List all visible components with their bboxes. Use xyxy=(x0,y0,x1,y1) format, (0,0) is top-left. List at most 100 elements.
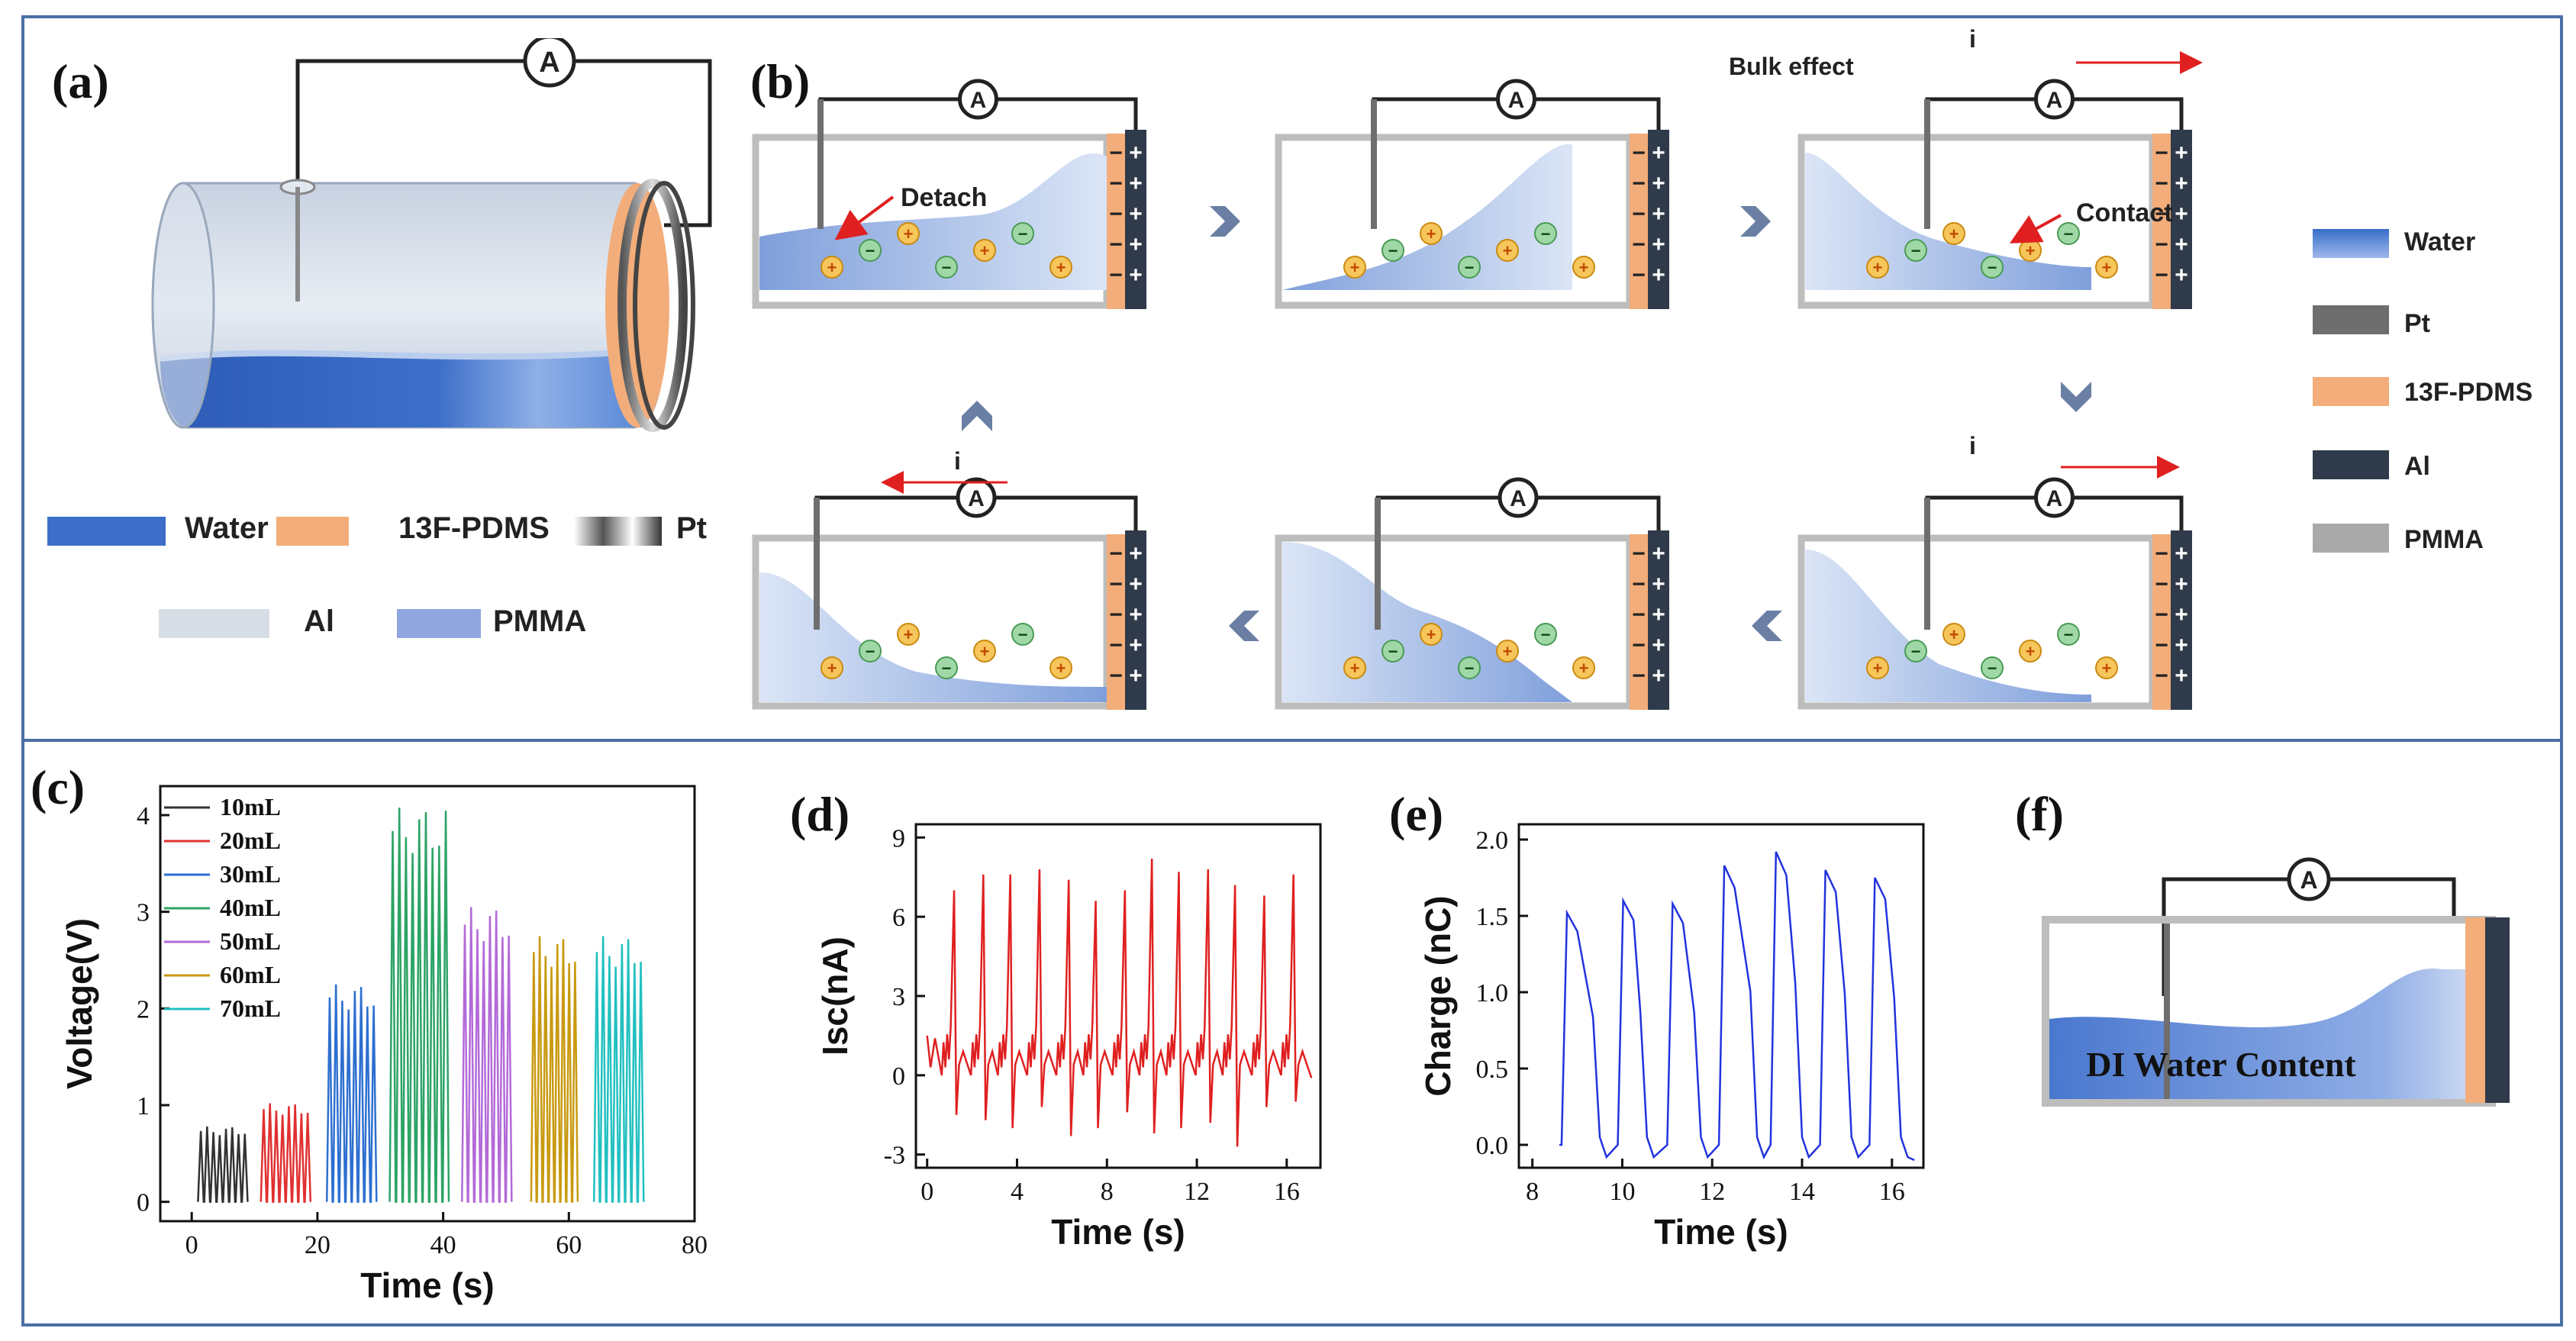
legend-label-10mL: 10mL xyxy=(220,793,281,820)
label-bulk-effect: Bulk effect xyxy=(1729,53,1854,80)
ion-sign: − xyxy=(2064,224,2074,243)
pdms-minus-sign: − xyxy=(1109,633,1123,658)
pdms-minus-sign: − xyxy=(1109,663,1123,688)
current-label: i xyxy=(1969,25,1976,53)
legend-b-pt: Pt xyxy=(2404,309,2430,338)
ion-sign: − xyxy=(866,241,875,260)
x-tick-label: 60 xyxy=(556,1231,582,1259)
ion-sign: + xyxy=(1579,659,1589,678)
cation xyxy=(821,656,843,679)
y-axis-label: Isc(nA) xyxy=(815,936,855,1056)
ion-sign: − xyxy=(1465,258,1475,277)
al-plus-sign: + xyxy=(1652,232,1665,257)
anion xyxy=(935,256,958,279)
flow-arrow-left xyxy=(1229,611,1259,641)
cation xyxy=(1049,656,1072,679)
circuit-wire xyxy=(295,59,712,227)
x-tick-label: 12 xyxy=(1699,1178,1725,1206)
ammeter-label: A xyxy=(539,47,559,79)
pdms-minus-sign: − xyxy=(1632,201,1646,227)
ion-sign: + xyxy=(1056,659,1066,678)
pdms-minus-sign: − xyxy=(1632,663,1646,688)
pdms-minus-sign: − xyxy=(1109,602,1123,627)
cation xyxy=(1942,623,1965,646)
ion-sign: + xyxy=(827,258,837,277)
current-label: i xyxy=(1969,432,1976,459)
panel-label-f: (f) xyxy=(2015,787,2064,841)
anion xyxy=(1458,656,1481,679)
legend-label-20mL: 20mL xyxy=(220,827,281,854)
cation xyxy=(1420,222,1443,245)
electrification-mechanism-schematic: A+−+−+−+−+−+−+−+−+A+−+−+−+−+−+−+−+−+A+−+… xyxy=(752,25,2203,710)
cation xyxy=(1343,656,1366,679)
series-line-50mL xyxy=(461,907,513,1203)
legend-label-30mL: 30mL xyxy=(220,860,281,888)
pdms-minus-sign: − xyxy=(1632,602,1646,627)
svg-text:A: A xyxy=(2300,866,2317,894)
pdms-minus-sign: − xyxy=(2155,171,2168,196)
ion-sign: + xyxy=(1949,224,1959,243)
pdms-minus-sign: − xyxy=(2155,140,2168,166)
al-plus-sign: + xyxy=(1652,541,1665,566)
panel-label-d: (d) xyxy=(790,787,850,841)
legend-a-pmma: PMMA xyxy=(493,604,587,638)
series-line-30mL xyxy=(325,984,378,1203)
cation xyxy=(897,623,920,646)
flow-arrow-down xyxy=(2061,382,2091,412)
al-plus-sign: + xyxy=(1129,541,1143,566)
legend-b-pmma: PMMA xyxy=(2404,525,2484,554)
panel-label-c: (c) xyxy=(31,760,85,814)
cation xyxy=(1572,656,1595,679)
series-line-60mL xyxy=(530,936,579,1203)
ion-sign: + xyxy=(2026,241,2036,260)
ion-sign: + xyxy=(1503,241,1513,260)
cation xyxy=(973,239,996,262)
bottom-frame xyxy=(21,739,2563,1326)
cation xyxy=(897,222,920,245)
al-plus-sign: + xyxy=(1129,171,1143,196)
pdms-minus-sign: − xyxy=(2155,263,2168,288)
panel-label-e: (e) xyxy=(1389,787,1444,841)
ammeter-icon xyxy=(2034,477,2075,518)
al-plus-sign: + xyxy=(2175,541,2188,566)
legend-a-al-swatch xyxy=(159,609,269,638)
ion-sign: − xyxy=(1988,258,1997,277)
ion-sign: + xyxy=(1427,625,1436,644)
legend-label-50mL: 50mL xyxy=(220,927,281,955)
cation xyxy=(2095,656,2118,679)
al-plus-sign: + xyxy=(2175,263,2188,288)
di-water-label: DI Water Content xyxy=(2086,1045,2356,1084)
pdms-minus-sign: − xyxy=(1632,572,1646,597)
ion-sign: − xyxy=(1018,224,1028,243)
cation xyxy=(973,640,996,662)
al-plus-sign: + xyxy=(2175,140,2188,166)
cation xyxy=(2095,256,2118,279)
ion-sign: − xyxy=(1988,659,1997,678)
anion xyxy=(1011,623,1034,646)
x-tick-label: 8 xyxy=(1526,1178,1539,1206)
pdms-minus-sign: − xyxy=(1632,140,1646,166)
y-axis-label: Voltage(V) xyxy=(60,918,99,1089)
al-plus-sign: + xyxy=(2175,232,2188,257)
current-label: i xyxy=(954,447,961,475)
legend-label-60mL: 60mL xyxy=(220,961,281,988)
pdms-minus-sign: − xyxy=(2155,602,2168,627)
ion-sign: + xyxy=(1350,258,1360,277)
pdms-minus-sign: − xyxy=(1109,171,1123,196)
cation xyxy=(1049,256,1072,279)
pdms-minus-sign: − xyxy=(1109,232,1123,257)
y-tick-label: 2.0 xyxy=(1476,827,1509,855)
legend-a-pt: Pt xyxy=(676,511,707,545)
x-tick-label: 14 xyxy=(1789,1178,1815,1206)
al-plus-sign: + xyxy=(2175,663,2188,688)
cation xyxy=(1942,222,1965,245)
pdms-minus-sign: − xyxy=(1109,140,1123,166)
cation xyxy=(1496,239,1519,262)
legend-label-40mL: 40mL xyxy=(220,894,281,921)
contact-arrow xyxy=(2009,214,2062,243)
schematic-stage-4: A+−+−+−+−+−+−+−+−+ xyxy=(1797,477,2192,710)
ion-sign: − xyxy=(2064,625,2074,644)
al-plus-sign: + xyxy=(1652,171,1665,196)
ammeter-icon xyxy=(956,477,997,518)
y-tick-label: 2 xyxy=(137,995,150,1023)
